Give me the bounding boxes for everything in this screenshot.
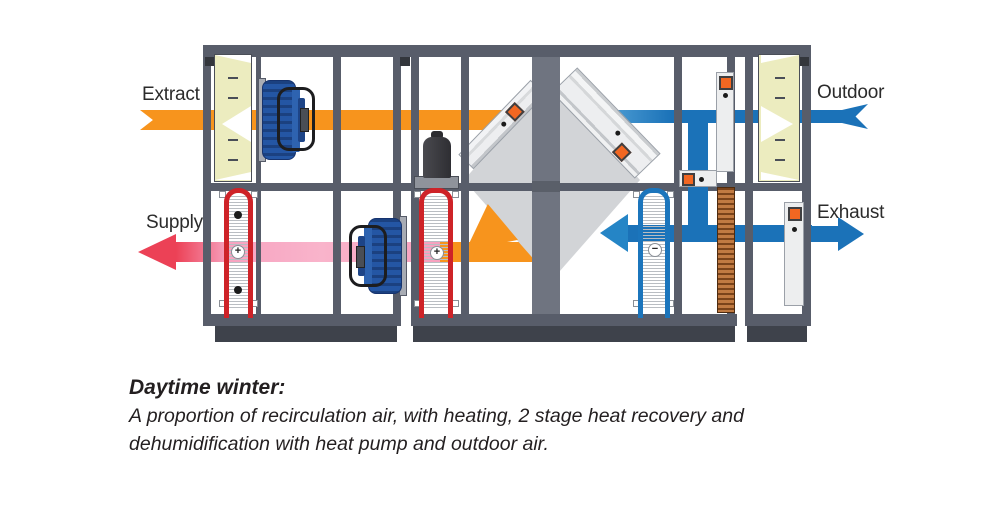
frame-post — [461, 45, 469, 326]
base-block-left — [215, 326, 397, 342]
center-column — [532, 57, 560, 314]
damper-dot — [792, 227, 797, 232]
filter-dash — [775, 97, 785, 99]
exhaust-airflow-band — [812, 226, 840, 242]
recirculation-damper — [679, 170, 717, 187]
coil-tube — [419, 188, 453, 318]
frame-post — [393, 45, 401, 326]
coil-bracket — [452, 300, 459, 307]
filter-dash — [775, 77, 785, 79]
heat-pipe-coil — [717, 187, 735, 313]
frame-post — [674, 45, 682, 326]
supply-arrowhead — [138, 234, 176, 270]
outdoor-label: Outdoor — [817, 82, 885, 103]
supply-fan — [348, 214, 410, 298]
column-rail-band — [532, 181, 560, 192]
bottom-rail-middle — [411, 314, 737, 326]
caption-line-1: A proportion of recirculation air, with … — [129, 405, 744, 427]
fan-cone — [364, 226, 372, 286]
damper-dot — [614, 129, 622, 137]
corner-gusset — [799, 57, 809, 66]
fan-cone — [292, 88, 300, 152]
coil-sensor-dot — [234, 211, 242, 219]
damper-actuator — [719, 76, 733, 90]
fan-scroll-outline — [277, 87, 315, 151]
frame-post — [256, 45, 261, 326]
filter-dash — [775, 159, 785, 161]
filter-notch — [761, 172, 799, 180]
exhaust-damper — [784, 202, 804, 306]
bottom-rail-right — [745, 314, 811, 326]
frame-post — [333, 45, 341, 326]
base-block-right — [747, 326, 807, 342]
fan-hub — [300, 108, 309, 132]
heating-coil-2: + — [412, 186, 459, 322]
caption-title: Daytime winter: — [129, 376, 286, 399]
top-rail — [203, 45, 811, 57]
coil-sensor-dot — [234, 286, 242, 294]
coil-bracket — [452, 191, 459, 198]
filter-notch — [761, 55, 799, 63]
frame-post — [802, 45, 811, 326]
filter-dash — [775, 139, 785, 141]
fan-scroll-outline — [349, 225, 387, 287]
heater-symbol: + — [231, 245, 245, 259]
damper-actuator — [788, 207, 802, 221]
filter-notch — [761, 106, 793, 142]
extract-filter — [214, 54, 252, 182]
mid-rail — [205, 183, 809, 191]
frame-post — [745, 45, 753, 326]
coil-tube — [224, 188, 253, 318]
filter-notch — [215, 172, 251, 180]
filter-dash — [228, 139, 238, 141]
damper-actuator — [504, 102, 525, 122]
cooler-symbol: − — [648, 243, 662, 257]
supply-label: Supply — [146, 212, 203, 233]
coil-bracket — [251, 191, 258, 198]
filter-notch — [222, 106, 251, 142]
extract-label: Extract — [142, 84, 200, 105]
exhaust-label: Exhaust — [817, 202, 885, 223]
outdoor-arrow-tail — [842, 104, 868, 129]
compressor-cap — [431, 131, 443, 139]
heating-coil-1: + — [218, 186, 258, 322]
corner-gusset — [205, 57, 215, 66]
heater-symbol: + — [430, 246, 444, 260]
corner-gusset — [400, 57, 410, 66]
filter-dash — [228, 97, 238, 99]
damper-actuator — [682, 173, 695, 186]
caption-line-2: dehumidification with heat pump and outd… — [129, 433, 549, 455]
compressor — [412, 129, 460, 191]
outdoor-filter — [758, 54, 800, 182]
cooling-coil: − — [631, 186, 674, 322]
compressor-body — [423, 137, 451, 178]
frame-post — [727, 45, 735, 326]
filter-dash — [228, 77, 238, 79]
damper-dot — [723, 93, 728, 98]
fan-hub — [356, 246, 365, 268]
filter-dash — [228, 159, 238, 161]
outdoor-damper-vertical — [716, 72, 734, 172]
filter-notch — [215, 55, 251, 63]
extract-fan — [256, 76, 318, 164]
frame-post — [203, 45, 211, 326]
base-block-middle — [413, 326, 735, 342]
damper-dot — [699, 177, 704, 182]
damper-dot — [500, 120, 508, 128]
coil-tube — [638, 188, 670, 318]
